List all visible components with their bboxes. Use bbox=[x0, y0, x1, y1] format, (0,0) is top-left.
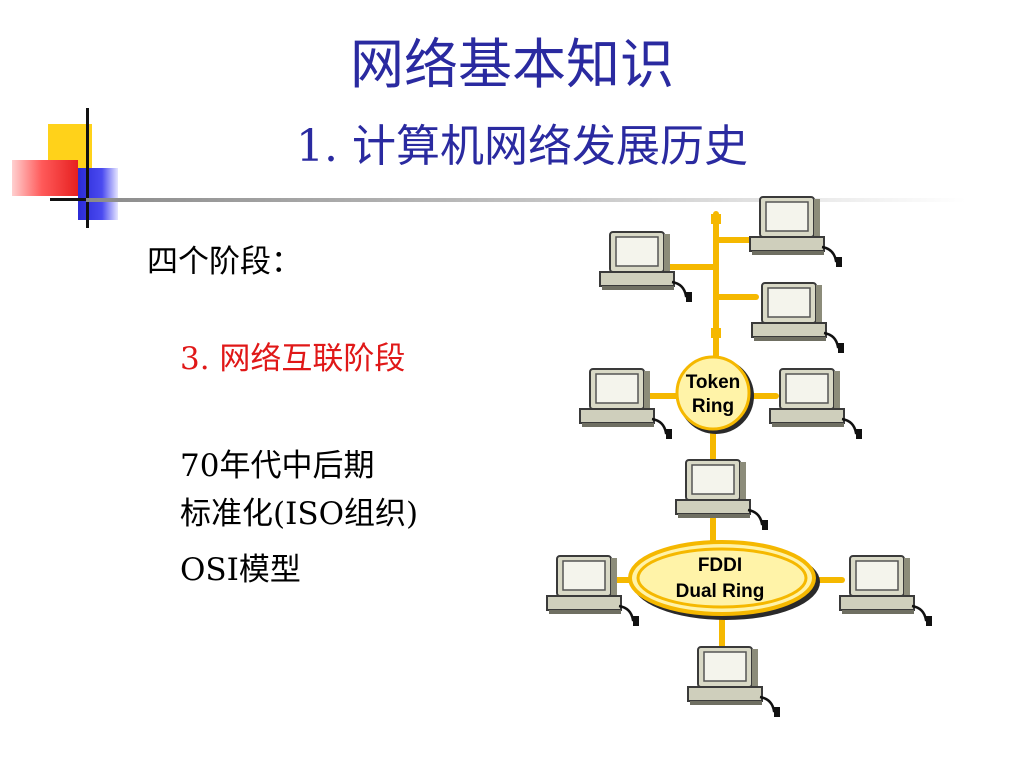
computer-icon bbox=[545, 554, 641, 628]
computer-icon bbox=[750, 281, 846, 355]
computer-icon bbox=[674, 458, 770, 532]
current-phase: 3. 网络互联阶段 bbox=[180, 341, 406, 377]
fddi-ring-node: FDDI Dual Ring bbox=[628, 540, 820, 620]
token-ring-label-1: Token bbox=[686, 372, 741, 393]
computer-icon bbox=[686, 645, 782, 719]
deco-blue-square bbox=[78, 168, 118, 220]
osi-model-text: OSI模型 bbox=[180, 552, 301, 588]
fddi-label-1: FDDI bbox=[698, 555, 742, 576]
bus-terminator-icon bbox=[711, 214, 721, 224]
standardization-text: 标准化(ISO组织) bbox=[180, 496, 419, 532]
slide-subtitle: 1. 计算机网络发展历史 bbox=[296, 121, 748, 172]
token-ring-node: Token Ring bbox=[675, 355, 754, 434]
fddi-label-2: Dual Ring bbox=[676, 581, 765, 602]
deco-vertical-line bbox=[86, 108, 89, 228]
era-text: 70年代中后期 bbox=[180, 448, 375, 484]
computer-icon bbox=[768, 367, 864, 441]
title-underline bbox=[86, 198, 966, 202]
stages-label: 四个阶段： bbox=[147, 244, 302, 280]
deco-red-square bbox=[12, 160, 78, 196]
slide-title: 网络基本知识 bbox=[350, 33, 674, 96]
token-ring-label-2: Ring bbox=[692, 396, 734, 417]
bus-terminator-icon bbox=[711, 328, 721, 338]
computer-icon bbox=[748, 195, 844, 269]
computer-icon bbox=[838, 554, 934, 628]
computer-icon bbox=[578, 367, 674, 441]
